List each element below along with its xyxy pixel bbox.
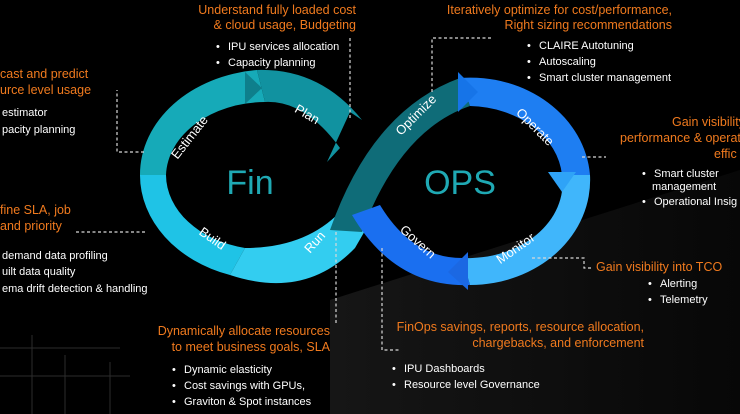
monitor-item-2: Telemetry: [648, 293, 708, 308]
operate-item-1: Smart cluster: [642, 167, 719, 182]
build-callout-title-2: and priority: [0, 219, 62, 233]
estimate-segment: [139, 70, 265, 175]
optimize-leader: [431, 37, 492, 92]
operate-segment: [460, 77, 590, 175]
estimate-arrow: [245, 72, 262, 104]
optimize-callout-title-2: Right sizing recommendations: [504, 18, 672, 32]
monitor-arrow: [548, 172, 576, 192]
run-item-3: Graviton & Spot instances: [172, 395, 311, 410]
plan-callout-title-2: & cloud usage, Budgeting: [213, 18, 356, 32]
plan-item-1: IPU services allocation: [216, 40, 339, 55]
center-fin-text: Fin: [226, 164, 273, 202]
operate-callout-title-2: performance & operat: [620, 131, 740, 145]
leader-lines: [76, 37, 606, 351]
plan-callout-title-1: Understand fully loaded cost: [198, 3, 356, 17]
optimize-callout-title-1: Iteratively optimize for cost/performanc…: [446, 3, 672, 17]
operate-item-1b: management: [652, 181, 717, 193]
govern-arrow: [448, 252, 468, 290]
govern-callout-title-2: chargebacks, and enforcement: [472, 336, 644, 350]
monitor-segment: [462, 175, 591, 286]
optimize-segment: [330, 78, 470, 232]
govern-segment: [352, 205, 470, 286]
estimate-item-1: estimator: [2, 107, 48, 119]
optimize-item-2: Autoscaling: [527, 55, 596, 70]
monitor-callout-title: Gain visibility into TCO: [596, 260, 723, 274]
plan-segment: [257, 69, 362, 162]
optimize-item-3: Smart cluster management: [527, 71, 671, 86]
build-callout-title-1: fine SLA, job: [0, 203, 71, 217]
govern-callout-title-1: FinOps savings, reports, resource alloca…: [396, 320, 644, 334]
govern-item-1: IPU Dashboards: [392, 362, 485, 377]
run-item-2: Cost savings with GPUs,: [172, 379, 305, 394]
operate-callout-title-3: effic: [714, 147, 737, 161]
run-callout-title-1: Dynamically allocate resources: [157, 324, 330, 338]
operate-arrow: [458, 72, 478, 112]
monitor-item-1: Alerting: [648, 277, 697, 292]
background-band: [330, 170, 740, 414]
build-item-1: demand data profiling: [2, 250, 108, 262]
monitor-leader: [532, 257, 592, 269]
build-segment: [139, 175, 245, 275]
center-ops-text: OPS: [424, 164, 496, 202]
background-grid: [0, 335, 130, 414]
run-callout-title-2: to meet business goals, SLA: [171, 340, 330, 354]
build-item-3: ema drift detection & handling: [2, 283, 148, 295]
estimate-callout-title-2: urce level usage: [0, 83, 92, 97]
run-item-1: Dynamic elasticity: [172, 363, 272, 378]
estimate-leader: [116, 90, 144, 153]
operate-item-2: Operational Insig: [642, 195, 737, 210]
plan-item-2: Capacity planning: [216, 56, 315, 71]
estimate-item-2: pacity planning: [2, 124, 76, 136]
govern-leader: [381, 248, 400, 351]
optimize-item-1: CLAIRE Autotuning: [527, 39, 634, 54]
operate-callout-title-1: Gain visibility: [672, 115, 740, 129]
estimate-callout-title-1: cast and predict: [0, 67, 89, 81]
govern-item-2: Resource level Governance: [392, 378, 540, 393]
build-item-2: uilt data quality: [2, 266, 76, 278]
